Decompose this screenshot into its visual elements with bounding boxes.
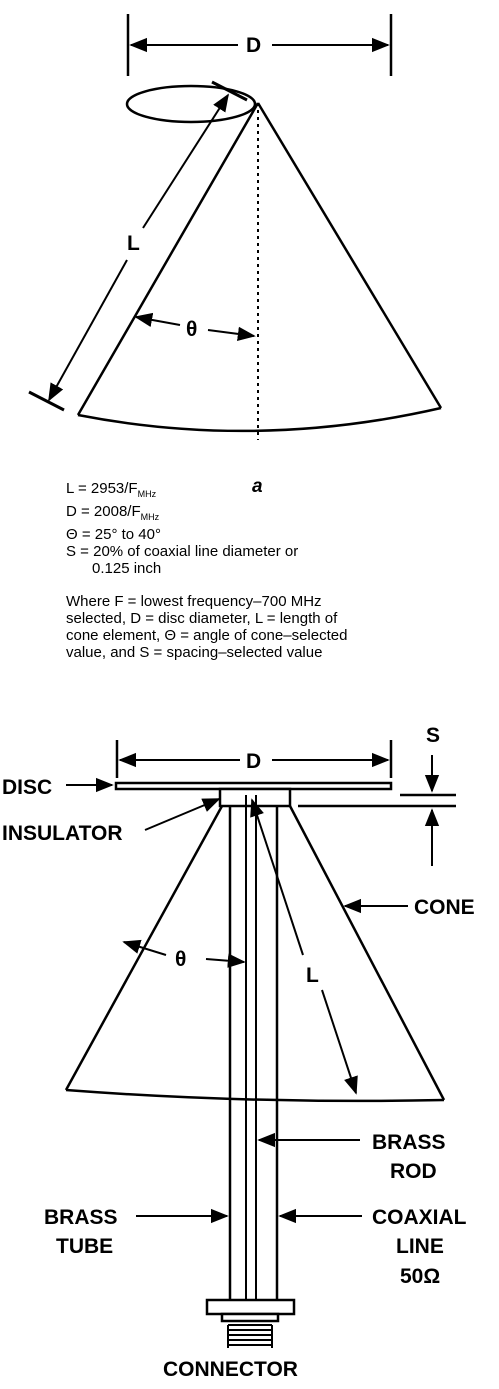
formula-s-continued: 0.125 inch (92, 560, 162, 577)
figure-b (64, 740, 456, 1348)
figure-b-connector-thread (227, 1324, 273, 1348)
formula-s: S = 20% of coaxial line diameter or (66, 543, 299, 560)
figure-b-connector-flange (205, 1298, 296, 1316)
figure-b-l-label: L (306, 964, 319, 987)
formula-explanation: Where F = lowest frequency–700 MHz selec… (66, 593, 348, 661)
figure-a-theta-arrow-right (207, 326, 256, 342)
figure-a-cone-left-side (76, 102, 260, 416)
figure-b-l-arrow-down (321, 989, 358, 1095)
figure-a-l-arrow-up (142, 93, 229, 229)
figure-a-cone-right-side (256, 102, 443, 409)
formula-theta: Θ = 25° to 40° (66, 526, 161, 543)
figure-b-theta-arrow-left (122, 939, 167, 956)
figure-a-l-arrow-down (48, 259, 128, 402)
figure-b-brass-tube-label-1: BRASS (44, 1206, 118, 1229)
figure-a-disc (125, 84, 257, 124)
figure-a-tag: a (252, 476, 263, 497)
formula-d: D = 2008/FMHz (66, 503, 160, 522)
figure-b-coaxial-label-3: 50Ω (400, 1265, 440, 1288)
figure-b-brass-tube-label-2: TUBE (56, 1235, 113, 1258)
figure-a-l-tick-bottom (28, 390, 65, 412)
figure-b-cone-label: CONE (414, 896, 475, 919)
figure-b-insulator-label: INSULATOR (2, 822, 123, 845)
figure-a-d-label: D (246, 34, 261, 57)
figure-b-insulator-arrow (144, 798, 221, 831)
figure-b-d-label: D (246, 750, 261, 773)
figure-b-brass-rod-label-1: BRASS (372, 1131, 446, 1154)
figure-b-connector-body (220, 1312, 280, 1323)
figure-b-coaxial-label-2: LINE (396, 1235, 444, 1258)
figure-b-theta-label: θ (175, 948, 186, 971)
figure-b-disc-label: DISC (2, 776, 52, 799)
figure-b-coaxial-label-1: COAXIAL (372, 1206, 467, 1229)
figure-a-theta-arrow-left (134, 312, 181, 327)
figure-b-cone-right-side (288, 805, 446, 1101)
figure-b-l-arrow-up (250, 798, 304, 956)
figure-b-brass-rod-label-2: ROD (390, 1160, 437, 1183)
figure-a-l-tick-top (211, 80, 248, 102)
figure-b-theta-arrow-right (205, 953, 246, 968)
figure-a-cone-base (77, 406, 442, 433)
figure-a-theta-label: θ (186, 318, 197, 341)
figure-a-l-label: L (127, 232, 140, 255)
figure-b-s-label: S (426, 724, 440, 747)
figure-a (28, 14, 443, 440)
figure-b-connector-label: CONNECTOR (163, 1358, 298, 1381)
figure-b-cone-base (65, 1088, 445, 1103)
